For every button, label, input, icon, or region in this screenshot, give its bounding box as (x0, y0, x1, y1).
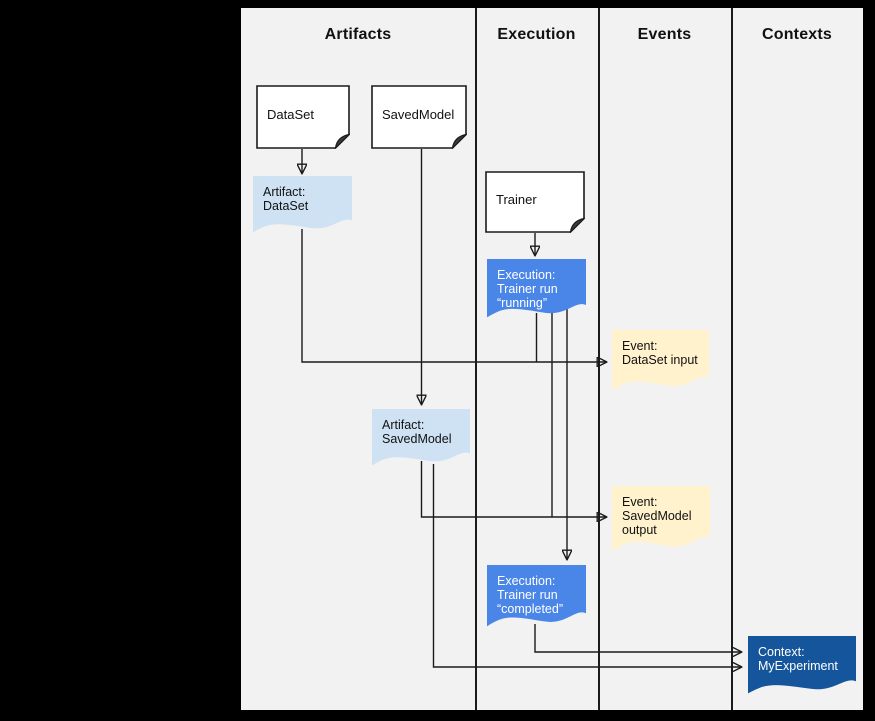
document-wave-shape (253, 176, 352, 233)
document-wave-shape (748, 636, 856, 694)
node-artifact-savedmodel: Artifact: SavedModel (372, 409, 470, 466)
node-event-dataset-input: Event: DataSet input (612, 330, 709, 391)
node-execution-running: Execution: Trainer run “running” (487, 259, 586, 318)
node-savedmodel-document: SavedModel (371, 85, 467, 149)
column-divider (475, 8, 477, 710)
node-label: Event: SavedModel output (622, 495, 692, 538)
column-header-artifacts: Artifacts (324, 26, 392, 43)
document-wave-shape (612, 330, 709, 391)
edge-artifact-dataset-to-event-dataset-input (301, 229, 606, 362)
document-icon (256, 85, 350, 149)
edge-artifact-savedmodel-to-event-savedmodel-output (420, 461, 607, 517)
edge-execution-completed-to-context (534, 624, 741, 652)
node-context-myexperiment: Context: MyExperiment (748, 636, 856, 694)
node-label: Event: DataSet input (622, 339, 698, 368)
document-icon (485, 171, 585, 233)
node-trainer-document: Trainer (485, 171, 585, 233)
column-header-contexts: Contexts (761, 26, 833, 43)
node-event-savedmodel-output: Event: SavedModel output (612, 486, 710, 552)
node-label: Artifact: DataSet (263, 185, 309, 214)
node-dataset-document: DataSet (256, 85, 350, 149)
column-divider (731, 8, 733, 710)
document-wave-shape (487, 565, 586, 627)
node-label: Artifact: SavedModel (382, 418, 452, 447)
document-wave-shape (372, 409, 470, 466)
document-wave-shape (487, 259, 586, 318)
node-label: Execution: Trainer run “completed” (497, 574, 563, 617)
node-label: Execution: Trainer run “running” (497, 268, 558, 311)
edge-artifact-savedmodel-to-context (432, 464, 742, 667)
node-execution-completed: Execution: Trainer run “completed” (487, 565, 586, 627)
column-header-events: Events (637, 26, 692, 43)
node-label: Trainer (496, 191, 537, 207)
document-icon (371, 85, 467, 149)
node-label: DataSet (267, 106, 314, 122)
node-label: Context: MyExperiment (758, 645, 838, 674)
column-header-execution: Execution (497, 26, 576, 43)
node-label: SavedModel (382, 106, 455, 122)
node-artifact-dataset: Artifact: DataSet (253, 176, 352, 233)
document-wave-shape (612, 486, 710, 552)
